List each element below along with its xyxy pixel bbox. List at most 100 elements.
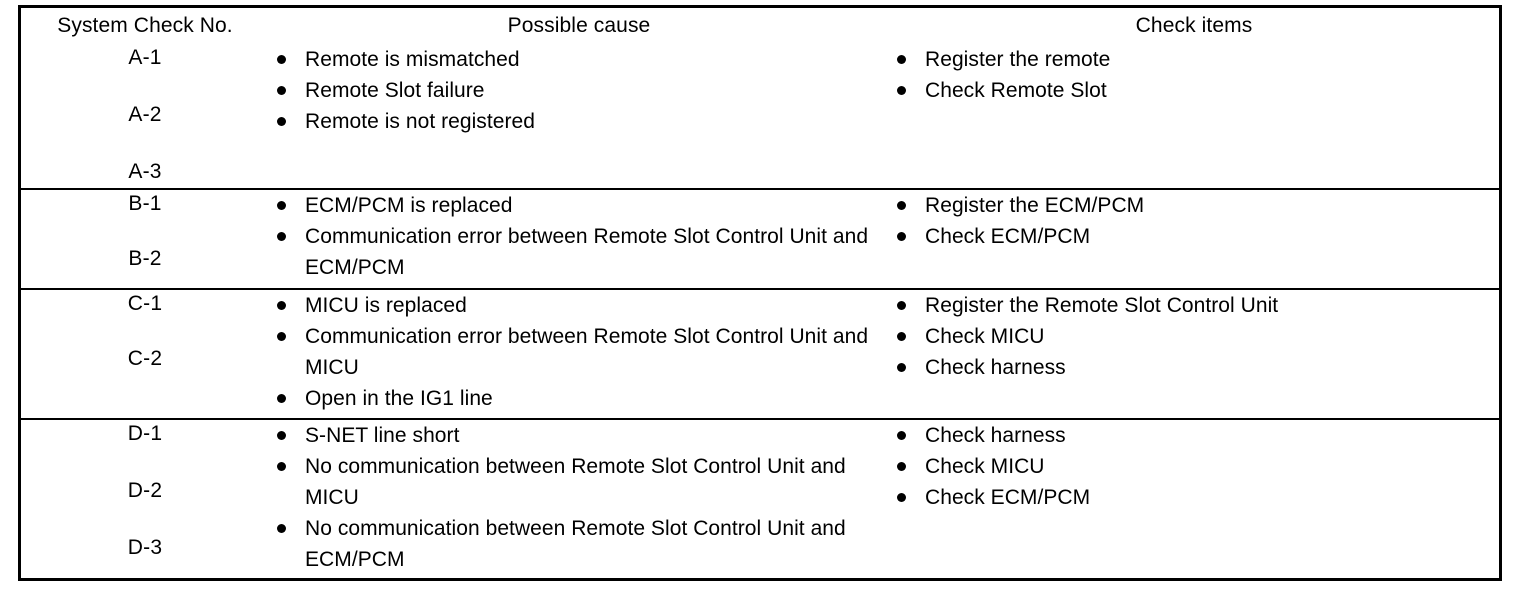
bullet-icon [897, 301, 906, 310]
cell-system-check-no: C-1 C-2 [21, 289, 269, 420]
table-row: C-1 C-2 MICU is replaced Co [21, 289, 1499, 420]
list-item: Check MICU [889, 321, 1499, 352]
system-check-code: B-2 [128, 247, 162, 270]
possible-cause-list: S-NET line short No communication betwee… [269, 420, 889, 575]
column-header-check-items: Check items [889, 8, 1499, 44]
system-check-code: D-2 [127, 479, 163, 502]
list-item: Check Remote Slot [889, 75, 1499, 106]
system-check-no-list: A-1 A-2 A-3 [21, 47, 269, 182]
possible-cause-list: MICU is replaced Communication error bet… [269, 290, 889, 414]
cell-check-items: Check harness Check MICU Check ECM/PCM [889, 419, 1499, 578]
column-header-possible-cause: Possible cause [269, 8, 889, 44]
table-header: System Check No. Possible cause Check it… [21, 8, 1499, 44]
system-check-no-list: D-1 D-2 D-3 [21, 423, 269, 558]
cell-system-check-no: A-1 A-2 A-3 [21, 44, 269, 190]
list-item-text: Remote Slot failure [305, 79, 485, 102]
system-check-no-list: C-1 C-2 [21, 293, 269, 369]
bullet-icon [897, 201, 906, 210]
bullet-icon [277, 431, 286, 440]
list-item: Open in the IG1 line [269, 383, 889, 414]
list-item: Register the remote [889, 44, 1499, 75]
list-item-text: No communication between Remote Slot Con… [305, 517, 846, 571]
list-item-text: Remote is mismatched [305, 48, 520, 71]
bullet-icon [897, 363, 906, 372]
list-item-text: Register the ECM/PCM [925, 194, 1145, 217]
list-item: MICU is replaced [269, 290, 889, 321]
check-items-list: Register the ECM/PCM Check ECM/PCM [889, 190, 1499, 252]
system-check-code: A-2 [128, 103, 162, 126]
list-item: Remote is mismatched [269, 44, 889, 75]
bullet-icon [277, 524, 286, 533]
bullet-icon [277, 201, 286, 210]
list-item-text: Communication error between Remote Slot … [305, 325, 869, 379]
list-item: Check harness [889, 352, 1499, 383]
check-items-list: Check harness Check MICU Check ECM/PCM [889, 420, 1499, 513]
cell-possible-cause: ECM/PCM is replaced Communication error … [269, 189, 889, 290]
list-item: S-NET line short [269, 420, 889, 451]
list-item-text: Check MICU [925, 325, 1045, 348]
list-item: ECM/PCM is replaced [269, 190, 889, 221]
bullet-icon [897, 55, 906, 64]
system-check-code: D-3 [127, 536, 163, 559]
table-body: A-1 A-2 A-3 Remote is mismatched [21, 44, 1499, 578]
header-row: System Check No. Possible cause Check it… [21, 8, 1499, 44]
system-check-no-list: B-1 B-2 [21, 193, 269, 269]
table-row: B-1 B-2 ECM/PCM is replaced [21, 189, 1499, 290]
bullet-icon [277, 117, 286, 126]
list-item: Check harness [889, 420, 1499, 451]
system-check-code: B-1 [128, 192, 162, 215]
cell-check-items: Register the remote Check Remote Slot [889, 44, 1499, 190]
system-check-code: D-1 [127, 422, 163, 445]
bullet-icon [277, 301, 286, 310]
system-check-code: C-2 [127, 347, 163, 370]
diagnostic-table-container: System Check No. Possible cause Check it… [18, 5, 1502, 581]
system-check-code: A-1 [128, 46, 162, 69]
list-item: No communication between Remote Slot Con… [269, 513, 889, 575]
system-check-code: A-3 [128, 160, 162, 183]
list-item: Register the Remote Slot Control Unit [889, 290, 1499, 321]
list-item: Check MICU [889, 451, 1499, 482]
possible-cause-list: ECM/PCM is replaced Communication error … [269, 190, 889, 283]
possible-cause-list: Remote is mismatched Remote Slot failure… [269, 44, 889, 137]
cell-possible-cause: S-NET line short No communication betwee… [269, 419, 889, 578]
table-row: D-1 D-2 D-3 S-NET line short [21, 419, 1499, 578]
bullet-icon [277, 55, 286, 64]
list-item: Check ECM/PCM [889, 221, 1499, 252]
list-item-text: No communication between Remote Slot Con… [305, 455, 846, 509]
table-row: A-1 A-2 A-3 Remote is mismatched [21, 44, 1499, 190]
list-item-text: Check ECM/PCM [925, 225, 1091, 248]
diagnostic-table: System Check No. Possible cause Check it… [21, 8, 1499, 578]
bullet-icon [897, 493, 906, 502]
list-item-text: Check harness [925, 424, 1066, 447]
list-item: Remote is not registered [269, 106, 889, 137]
cell-system-check-no: D-1 D-2 D-3 [21, 419, 269, 578]
list-item-text: Communication error between Remote Slot … [305, 225, 869, 279]
list-item-text: Check MICU [925, 455, 1045, 478]
list-item-text: Remote is not registered [305, 110, 535, 133]
bullet-icon [277, 232, 286, 241]
system-check-code: C-1 [127, 292, 163, 315]
cell-check-items: Register the Remote Slot Control Unit Ch… [889, 289, 1499, 420]
check-items-list: Register the Remote Slot Control Unit Ch… [889, 290, 1499, 383]
bullet-icon [277, 394, 286, 403]
cell-possible-cause: MICU is replaced Communication error bet… [269, 289, 889, 420]
column-header-system-check-no: System Check No. [21, 8, 269, 44]
cell-system-check-no: B-1 B-2 [21, 189, 269, 290]
bullet-icon [277, 332, 286, 341]
cell-check-items: Register the ECM/PCM Check ECM/PCM [889, 189, 1499, 290]
list-item-text: MICU is replaced [305, 294, 467, 317]
list-item-text: Open in the IG1 line [305, 387, 493, 410]
list-item: Communication error between Remote Slot … [269, 321, 889, 383]
bullet-icon [897, 462, 906, 471]
bullet-icon [897, 332, 906, 341]
list-item-text: Register the remote [925, 48, 1111, 71]
cell-possible-cause: Remote is mismatched Remote Slot failure… [269, 44, 889, 190]
check-items-list: Register the remote Check Remote Slot [889, 44, 1499, 106]
list-item: Remote Slot failure [269, 75, 889, 106]
list-item-text: Register the Remote Slot Control Unit [925, 294, 1279, 317]
bullet-icon [897, 431, 906, 440]
bullet-icon [277, 462, 286, 471]
list-item: No communication between Remote Slot Con… [269, 451, 889, 513]
bullet-icon [897, 232, 906, 241]
